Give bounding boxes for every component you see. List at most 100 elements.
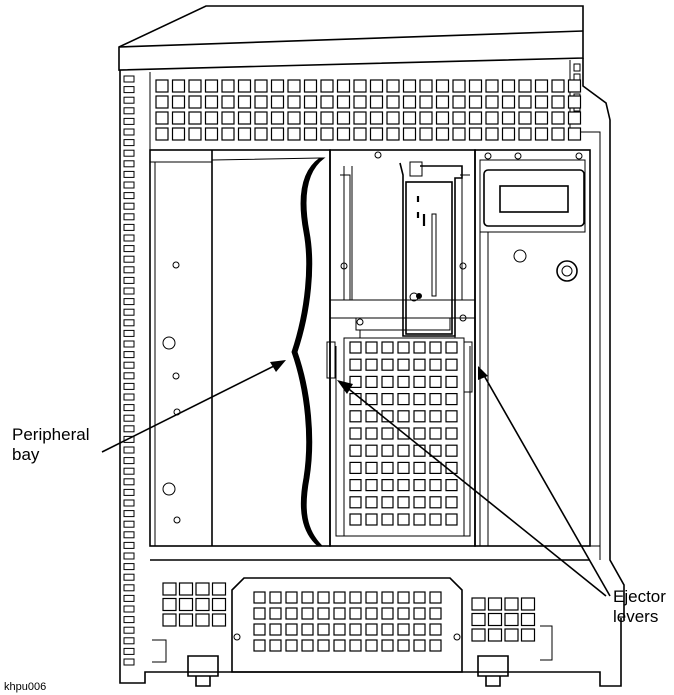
rib [123, 107, 135, 115]
vent-slot [353, 95, 367, 109]
vent-slot [353, 111, 367, 125]
vent-slot [188, 127, 202, 141]
fan-slot [365, 358, 378, 371]
vent-slot [188, 95, 202, 109]
fan-slot [397, 393, 410, 406]
vent-slot [269, 591, 282, 604]
vent-slot [155, 127, 169, 141]
rib [123, 192, 135, 200]
ejector-arrowhead-right [478, 366, 488, 380]
vent-slot [518, 95, 532, 109]
fan-slot [381, 375, 394, 388]
fan-slot [429, 410, 442, 423]
fan-slot [365, 513, 378, 526]
vent-slot [567, 111, 582, 125]
rib [123, 531, 135, 539]
rib [123, 658, 135, 666]
vent-slot [419, 127, 433, 141]
vent-slot [301, 607, 314, 620]
fan-slot [381, 513, 394, 526]
fan-slot [413, 341, 426, 354]
vent-slot [365, 607, 378, 620]
vent-slot [551, 111, 565, 125]
vent-slot [551, 95, 565, 109]
vent-slot [349, 607, 362, 620]
vent-slot [155, 95, 169, 109]
vent-slot [501, 111, 516, 125]
vent-slot [303, 111, 318, 125]
fan-slot [381, 479, 394, 492]
rib [573, 63, 581, 72]
vent-slot [254, 127, 268, 141]
vent-slot [285, 623, 298, 636]
rib [123, 425, 135, 433]
fan-slot [429, 479, 442, 492]
vent-slot [285, 607, 298, 620]
vent-slot [162, 597, 177, 612]
vent-slot [221, 111, 235, 125]
fan-slot [413, 358, 426, 371]
vent-slot [501, 95, 516, 109]
fan-slot [413, 393, 426, 406]
fan-slot [349, 479, 362, 492]
left-foot [187, 655, 219, 687]
rib [123, 637, 135, 645]
vent-slot [270, 95, 285, 109]
vent-slot [171, 127, 186, 141]
vent-slot [381, 591, 394, 604]
vent-slot [534, 127, 549, 141]
vent-slot [413, 623, 426, 636]
vent-slot [188, 79, 202, 93]
ejector-levers-label-line1: Ejector [613, 587, 666, 606]
vent-slot [551, 79, 565, 93]
vent-slot [487, 612, 503, 627]
fan-slot [381, 341, 394, 354]
vent-slot [333, 623, 346, 636]
vent-slot [333, 639, 346, 652]
fan-slot [349, 513, 362, 526]
fan-slot [445, 479, 458, 492]
rib [123, 266, 135, 274]
vent-slot [253, 639, 266, 652]
fan-slot [397, 410, 410, 423]
fan-slot [365, 341, 378, 354]
fan-slot [445, 496, 458, 509]
rib [123, 616, 135, 624]
vent-slot [397, 623, 410, 636]
vent-slot [195, 582, 210, 596]
rib [123, 75, 135, 83]
fan-slot [381, 461, 394, 474]
rib [123, 404, 135, 412]
vent-slot [270, 79, 285, 93]
vent-slot [270, 111, 285, 125]
fan-slot [397, 358, 410, 371]
vent-slot [471, 612, 486, 627]
callout-lines [101, 360, 611, 597]
rib [123, 234, 135, 242]
vent-slot [221, 127, 235, 141]
rib [123, 351, 135, 359]
vent-slot [269, 607, 282, 620]
vent-slot [452, 95, 466, 109]
vent-slot [221, 95, 235, 109]
vent-slot [485, 127, 499, 141]
vent-slot [333, 591, 346, 604]
rib [123, 223, 135, 231]
vent-slot [204, 79, 219, 93]
fan-slot [349, 375, 362, 388]
fan-slot [413, 461, 426, 474]
vent-slot [504, 612, 519, 627]
vent-slot [402, 79, 417, 93]
fan-slot [381, 444, 394, 457]
fan-slot [429, 358, 442, 371]
vent-slot [285, 591, 298, 604]
fan-slot [413, 427, 426, 440]
vent-slot [317, 607, 330, 620]
peripheral-arrowhead [270, 360, 286, 372]
rib [123, 160, 135, 168]
vent-slot [429, 607, 442, 620]
fan-slot [397, 444, 410, 457]
vent-slot [402, 127, 417, 141]
rib [123, 563, 135, 571]
rib [123, 382, 135, 390]
